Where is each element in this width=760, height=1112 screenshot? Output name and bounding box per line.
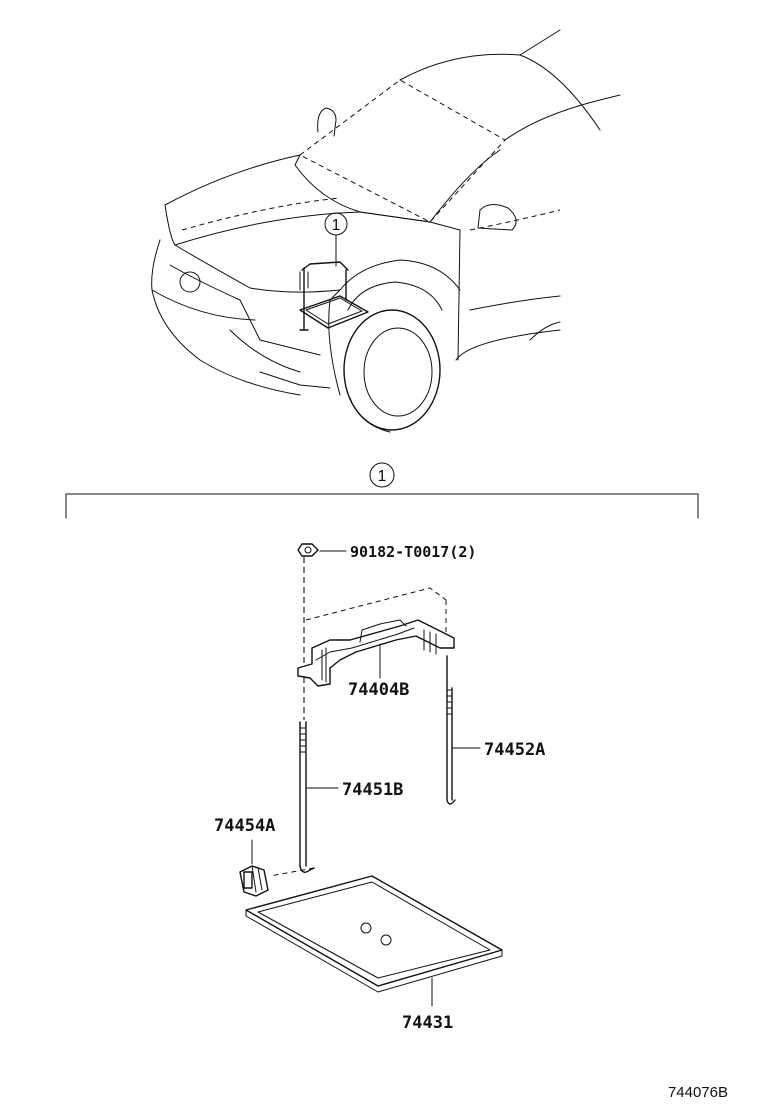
exploded-view: 1 90182-T0017(2) 74404B [65,462,728,1101]
part-label-clip: 74454A [214,816,275,836]
rod-left-icon [299,721,315,873]
group-bracket [65,493,699,519]
rod-right-icon [446,655,456,805]
callout-number-top: 1 [332,217,341,234]
vehicle-overview: 1 [151,29,621,433]
callout-circle [369,462,395,488]
part-label-nut: 90182-T0017(2) [350,543,476,561]
clip-icon [239,865,269,897]
clamp-bracket-icon [297,587,455,687]
part-label-clamp: 74404B [348,680,409,700]
diagram-code: 744076B [668,1084,728,1101]
nut-icon [297,543,319,557]
battery-tray-icon [245,875,503,993]
part-label-rod-right: 74452A [484,740,545,760]
part-label-tray: 74431 [402,1013,453,1033]
part-label-rod-left: 74451B [342,780,403,800]
callout-number: 1 [378,468,387,485]
